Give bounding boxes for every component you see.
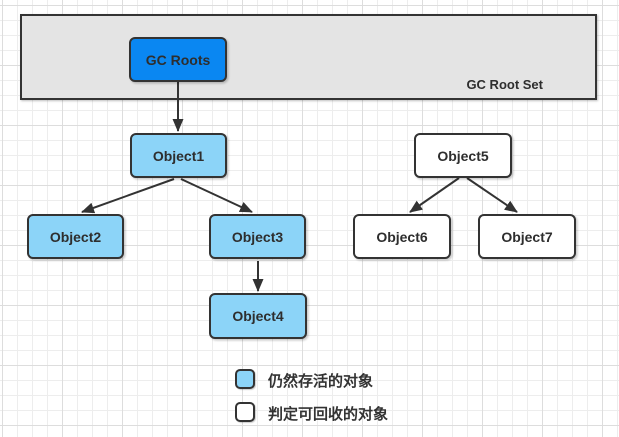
edge-object5-object6 [409,177,460,213]
gc-root-set-container: GC Root Set [20,14,597,100]
node-object3: Object3 [209,214,306,259]
gc-root-set-label: GC Root Set [466,77,543,92]
node-object2-label: Object2 [49,228,102,245]
node-object6: Object6 [353,214,451,259]
node-object7-label: Object7 [501,228,553,245]
legend-label-alive: 仍然存活的对象 [268,373,374,390]
edge-object1-object3 [180,178,253,213]
node-object4: Object4 [209,293,307,339]
node-object5: Object5 [414,133,512,178]
node-gc-roots: GC Roots [129,37,227,82]
edge-object1-object2 [81,178,175,214]
node-object5-label: Object5 [437,147,489,164]
legend-swatch-collectable [235,402,255,422]
node-object7: Object7 [478,214,576,259]
node-object1: Object1 [130,133,227,178]
node-object3-label: Object3 [231,228,284,245]
legend-label-collectable: 判定可回收的对象 [268,406,389,423]
node-gc-roots-label: GC Roots [145,51,211,68]
node-object1-label: Object1 [152,147,205,164]
node-object2: Object2 [27,214,124,259]
edge-object5-object7 [466,177,518,213]
node-object4-label: Object4 [232,308,284,324]
node-object6-label: Object6 [376,228,428,245]
legend-swatch-alive [235,369,255,389]
